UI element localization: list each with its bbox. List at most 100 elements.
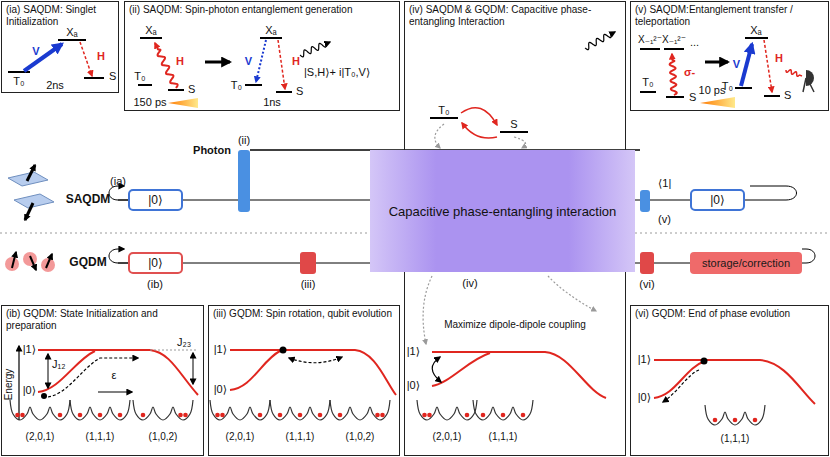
text-label: 2ns bbox=[46, 79, 64, 92]
text-label: S bbox=[188, 83, 195, 96]
step-panel: (v) SAQDM:Entanglement transfer / telepo… bbox=[630, 1, 829, 111]
text-label: H bbox=[292, 55, 300, 68]
text-label: |S,H⟩+ i|T₀,V⟩ bbox=[304, 66, 370, 79]
text-label: |0⟩ bbox=[638, 391, 651, 404]
text-label: T₀ bbox=[642, 76, 653, 89]
photon-wave bbox=[300, 42, 330, 57]
text-label: Xₐ bbox=[265, 24, 276, 37]
laser-pulse bbox=[155, 43, 178, 88]
electron-dot bbox=[481, 413, 486, 418]
energy-level bbox=[666, 96, 684, 98]
photon-wave bbox=[786, 70, 802, 77]
step-panel: (ii) SAQDM: Spin-photon entanglement gen… bbox=[124, 1, 400, 111]
v-transition bbox=[741, 44, 752, 86]
end-bar bbox=[640, 252, 654, 274]
box-text: |0⟩ bbox=[148, 256, 162, 270]
energy-curve bbox=[654, 360, 815, 404]
triple-well bbox=[10, 400, 70, 420]
electron-dot bbox=[501, 413, 506, 418]
electron-dot bbox=[15, 413, 20, 418]
text-label: (v) bbox=[658, 213, 671, 226]
link-arrow bbox=[548, 276, 596, 311]
electron-dot bbox=[375, 413, 380, 418]
pulse-wedge bbox=[168, 98, 198, 108]
energy-level bbox=[640, 91, 656, 93]
energy-level bbox=[168, 89, 184, 91]
text-label: S bbox=[296, 85, 303, 98]
link-arrow bbox=[435, 124, 444, 148]
h-transition bbox=[278, 40, 285, 89]
electron-dot bbox=[98, 413, 103, 418]
text-label: H bbox=[775, 52, 783, 65]
panel-heading: (iii) GQDM: Spin rotation, qubit evoluti… bbox=[209, 306, 399, 322]
electron-dot bbox=[338, 413, 343, 418]
text-label: S bbox=[109, 70, 116, 83]
panel-heading: (ia) SAQDM: Singlet Initialization bbox=[2, 2, 118, 30]
step-panel: (ib) GQDM: State Initialization and prep… bbox=[1, 305, 204, 456]
text-label: 1ns bbox=[263, 96, 281, 109]
timeline bbox=[109, 249, 128, 263]
text-label: X₋₁²⁻ bbox=[638, 33, 662, 46]
timeline bbox=[109, 186, 128, 200]
electron-dot bbox=[318, 413, 323, 418]
guide-line bbox=[150, 350, 198, 351]
text-label: σ- bbox=[684, 66, 695, 79]
state-dot bbox=[280, 347, 287, 354]
state-dot bbox=[41, 393, 47, 399]
electron-dot bbox=[733, 418, 738, 423]
energy-level bbox=[735, 87, 752, 89]
text-label: V bbox=[32, 45, 39, 58]
text-label: SAQDM bbox=[66, 193, 111, 206]
electron-dot bbox=[215, 413, 220, 418]
panel-heading: (ib) GQDM: State Initialization and prep… bbox=[2, 306, 203, 334]
text-label: (vi) bbox=[639, 278, 654, 291]
electron-dot bbox=[178, 413, 183, 418]
text-label: (2,0,1) bbox=[226, 430, 255, 443]
state-dot bbox=[701, 358, 708, 365]
text-label: S bbox=[784, 89, 791, 102]
energy-axis bbox=[18, 346, 19, 420]
triple-well bbox=[417, 400, 477, 420]
v-transition bbox=[256, 40, 266, 82]
laser-pulse bbox=[670, 54, 677, 95]
path-arrow bbox=[48, 358, 138, 397]
text-label: GQDM bbox=[69, 256, 106, 269]
j-arrow bbox=[193, 353, 194, 384]
text-label: |0⟩ bbox=[407, 379, 420, 392]
text-label: Photon bbox=[193, 144, 231, 157]
energy-level bbox=[430, 117, 458, 119]
text-label: (iii) bbox=[301, 278, 316, 291]
energy-level bbox=[745, 37, 768, 39]
timeline bbox=[802, 249, 815, 263]
text-label: |1⟩ bbox=[23, 343, 36, 356]
energy-curve bbox=[432, 352, 606, 398]
text-label: Energy bbox=[3, 369, 16, 401]
text-label: Xₐ bbox=[750, 24, 761, 37]
text-label: V bbox=[245, 55, 252, 68]
energy-curve bbox=[230, 350, 396, 395]
energy-level bbox=[84, 77, 104, 79]
text-label: Xₐ bbox=[66, 26, 77, 39]
electron-dot bbox=[753, 418, 758, 423]
energy-level bbox=[276, 91, 292, 93]
panel-heading: (vi) GQDM: End of phase evolution bbox=[631, 306, 828, 322]
text-label: (1,0,2) bbox=[149, 430, 178, 443]
state-box: |0⟩ bbox=[128, 252, 183, 274]
energy-level bbox=[764, 95, 780, 97]
energy-level bbox=[640, 48, 660, 50]
text-label: S bbox=[689, 91, 696, 104]
energy-level bbox=[500, 131, 528, 133]
state-box: |0⟩ bbox=[128, 189, 183, 211]
h-transition bbox=[764, 40, 772, 92]
electron-dot bbox=[141, 413, 146, 418]
text-label: V bbox=[733, 58, 740, 71]
coupling-arrow bbox=[432, 357, 441, 382]
text-label: 150 ps bbox=[133, 96, 166, 109]
text-label: (1,1,1) bbox=[286, 430, 315, 443]
text-label: (1,1,1) bbox=[721, 432, 750, 445]
electron-dot bbox=[380, 413, 385, 418]
electron-dot bbox=[58, 413, 63, 418]
measurement-bar bbox=[640, 190, 650, 212]
exchange-arrow bbox=[461, 108, 497, 125]
text-label: |1⟩ bbox=[638, 353, 651, 366]
